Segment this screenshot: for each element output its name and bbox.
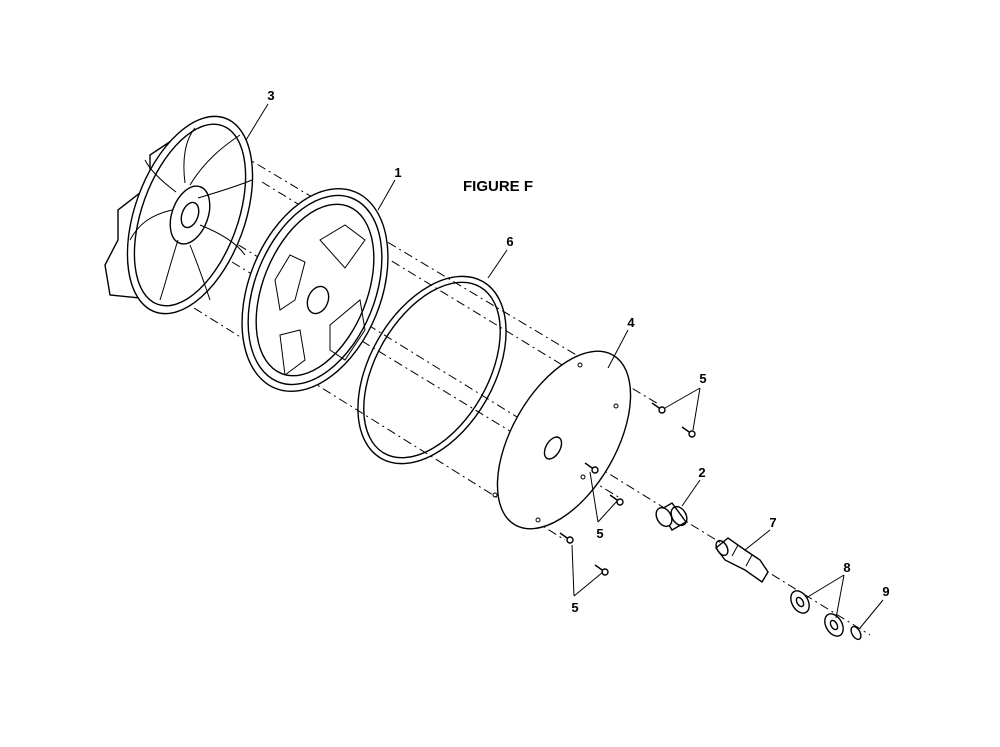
screw (594, 564, 609, 576)
fan-part (104, 115, 254, 315)
callout-3: 3 (267, 88, 274, 103)
washers-part (790, 590, 844, 637)
shaft-part (715, 537, 769, 584)
cover-plate-part (492, 350, 632, 530)
screw (584, 462, 599, 474)
callout-5-top: 5 (699, 371, 706, 386)
leader-lines (245, 103, 884, 629)
callout-9: 9 (882, 584, 889, 599)
screw (559, 532, 574, 544)
callout-1: 1 (394, 165, 401, 180)
bearing-part (655, 502, 688, 531)
tire-part (357, 275, 507, 465)
callout-6: 6 (506, 234, 513, 249)
wheel-part (241, 187, 389, 393)
figure-title: FIGURE F (463, 178, 533, 195)
callout-4: 4 (627, 315, 635, 330)
screw (609, 494, 624, 506)
callout-5-bottom: 5 (571, 600, 578, 615)
screws-part (559, 402, 696, 576)
callout-2: 2 (698, 465, 705, 480)
screw (651, 402, 666, 414)
callout-7: 7 (769, 515, 776, 530)
screw (681, 426, 696, 438)
callout-8: 8 (843, 560, 850, 575)
callout-5-middle: 5 (596, 526, 603, 541)
retaining-ring-part (850, 625, 862, 641)
